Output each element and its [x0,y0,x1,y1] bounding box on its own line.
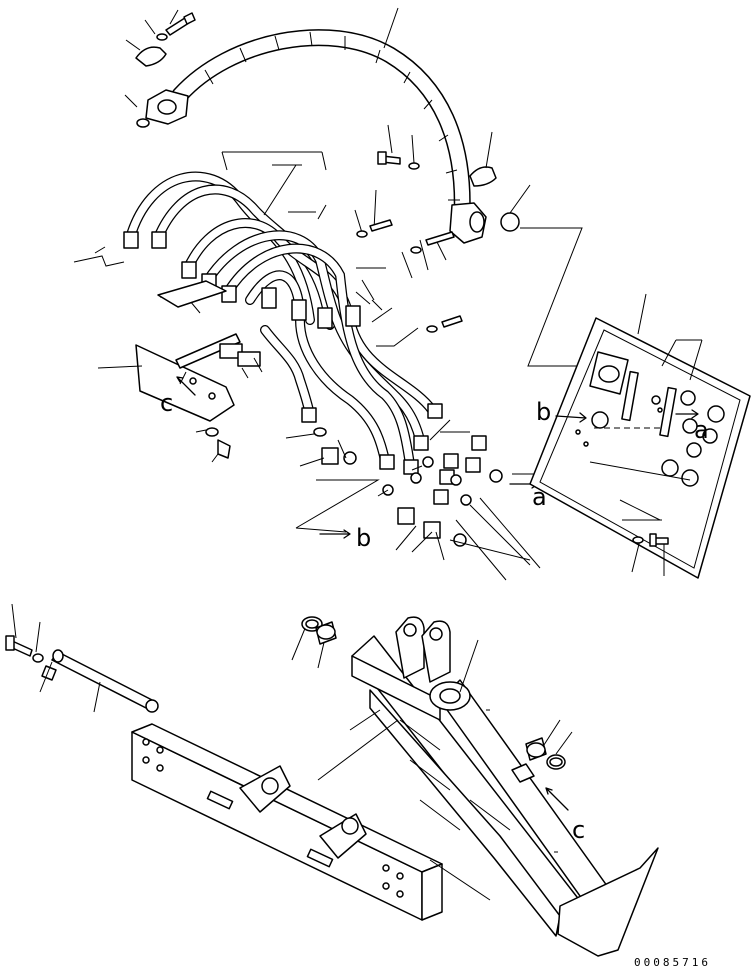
leader-lines-top [124,7,588,367]
hose-bracket [135,280,261,459]
ref-label-a-plate: a [694,416,709,444]
plate-fasteners [632,533,669,547]
arrow-b-plate [555,412,587,423]
top-fasteners [135,12,520,232]
hose-bundle [123,171,443,475]
main-hose-assembly [145,29,487,244]
ref-label-b-valve: b [356,524,371,552]
bundle-fasteners [356,219,463,333]
arrow-c-bracket [176,376,196,396]
valve-leaders [285,419,583,581]
lower-frame [131,723,443,921]
arrow-b-valve [319,529,351,539]
swing-arm [351,616,659,957]
leader-lines-bundle [73,151,447,347]
plate-leaders [555,293,703,576]
bracket-leaders [97,357,263,463]
arrow-c-frame [545,787,569,811]
frame-arm-leader [317,709,399,781]
bushings [301,616,566,770]
pivot-pin [5,635,159,713]
ref-label-c-frame: c [572,816,585,844]
ref-label-c-bracket: c [160,389,173,417]
arm-leaders [291,625,573,853]
ref-label-b-plate: b [536,398,551,426]
mounting-plate [529,317,751,579]
document-id: 00085716 [634,956,711,969]
pin-leaders [11,603,101,713]
arrow-a-plate [675,409,699,419]
valve-fittings [313,427,503,547]
